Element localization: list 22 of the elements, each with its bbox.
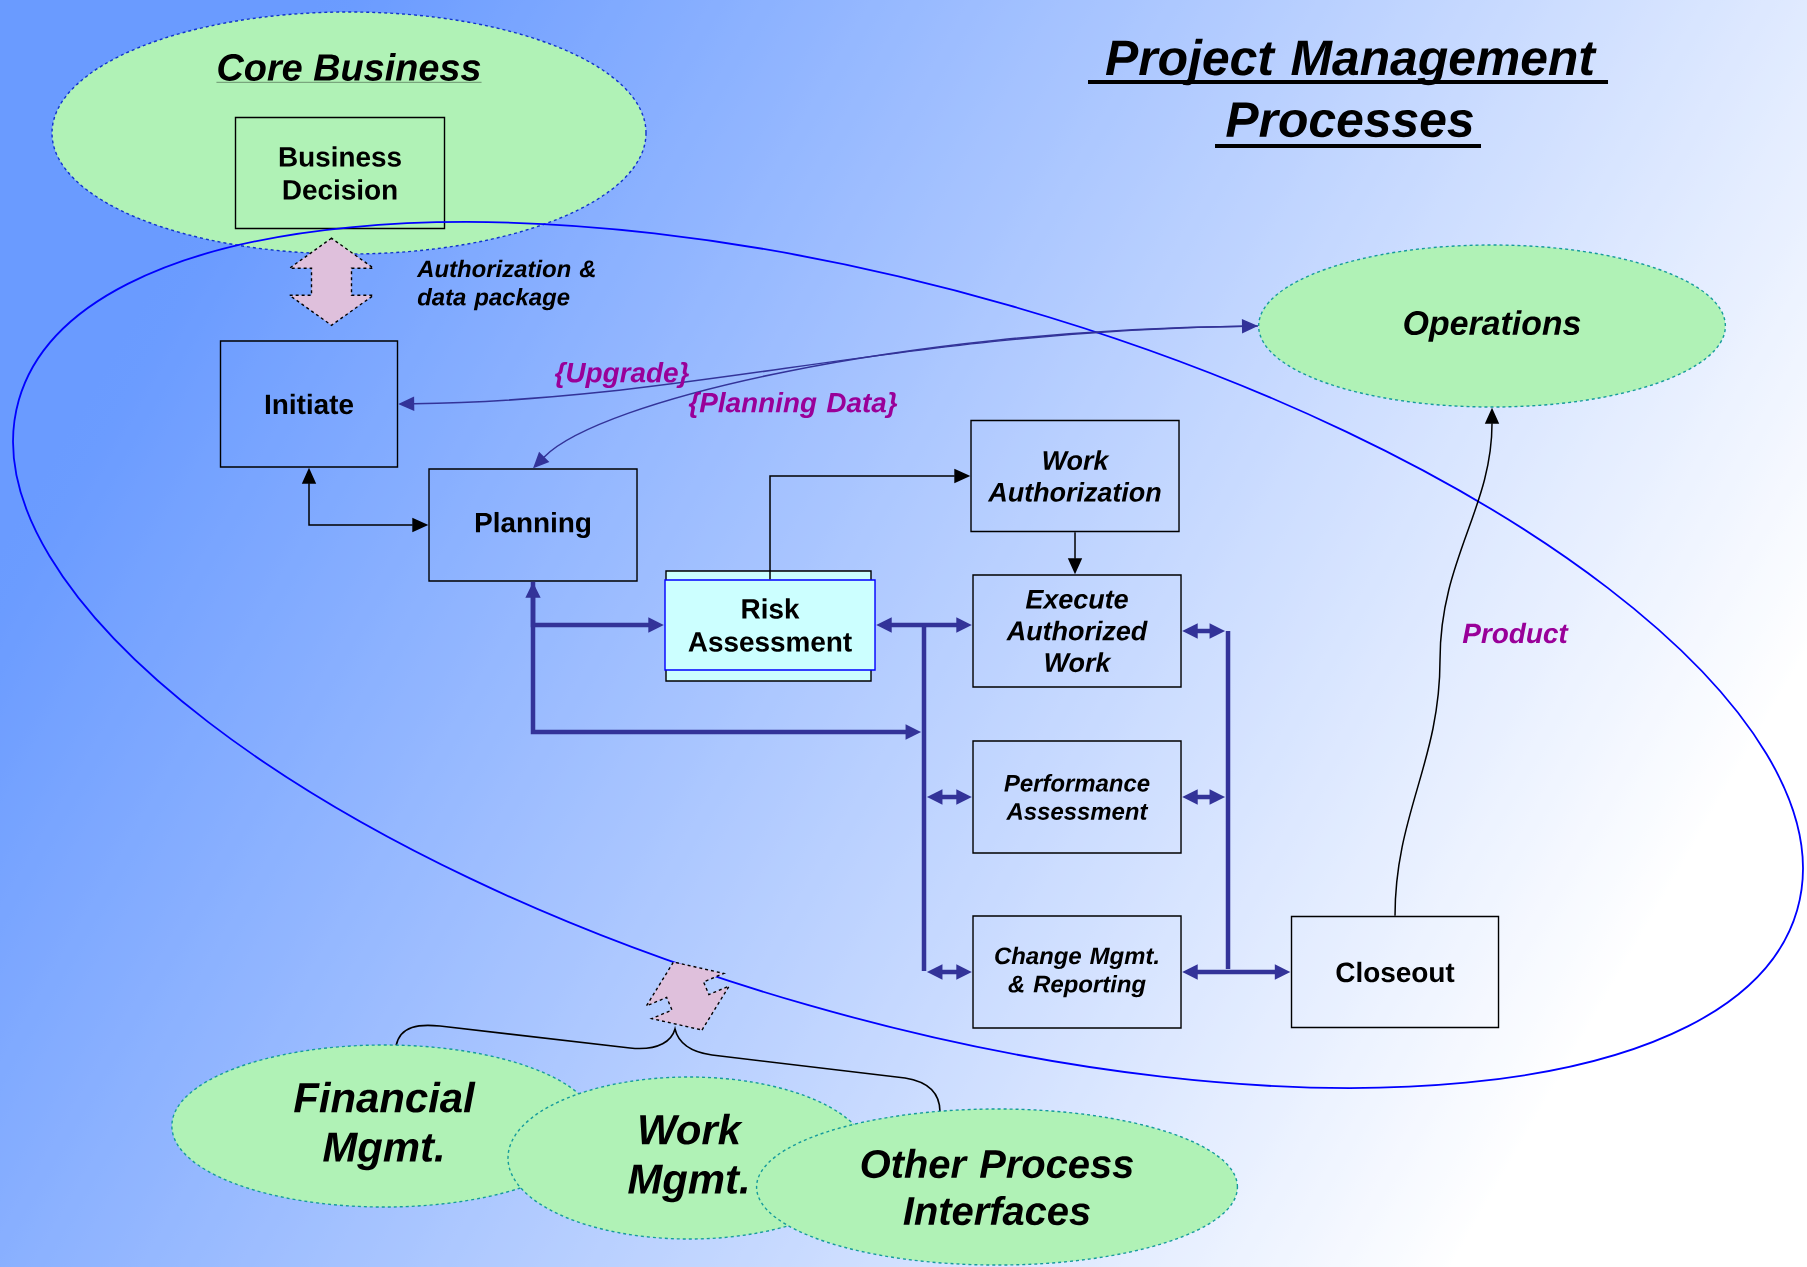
group-oval bbox=[51, 11, 647, 255]
process-box: Closeout bbox=[1290, 915, 1500, 1029]
edge-label: Authorization & data package bbox=[416, 259, 595, 311]
bus-bar bbox=[1225, 631, 1231, 969]
process-box: Risk Assessment bbox=[664, 570, 876, 682]
process-box: Work Authorization bbox=[970, 419, 1180, 533]
edge-label: {Upgrade} bbox=[554, 362, 690, 388]
edge-label: {Planning Data} bbox=[688, 392, 898, 418]
title: Project Management Processes bbox=[1088, 38, 1608, 148]
block-arrow bbox=[287, 237, 376, 327]
edge-label: Product bbox=[1462, 622, 1569, 644]
bus-bar bbox=[921, 627, 927, 971]
process-box: Business Decision bbox=[234, 116, 446, 230]
process-box: Performance Assessment bbox=[972, 740, 1182, 854]
process-box: Initiate bbox=[219, 340, 399, 468]
process-box: Planning bbox=[428, 468, 638, 582]
process-oval: Other Process Interfaces bbox=[755, 1108, 1239, 1266]
block-arrow bbox=[644, 961, 731, 1031]
heading: Core Business bbox=[216, 53, 482, 83]
process-box: Change Mgmt. & Reporting bbox=[972, 915, 1182, 1029]
process-box: Execute Authorized Work bbox=[972, 574, 1182, 688]
process-oval: Operations bbox=[1257, 244, 1727, 408]
